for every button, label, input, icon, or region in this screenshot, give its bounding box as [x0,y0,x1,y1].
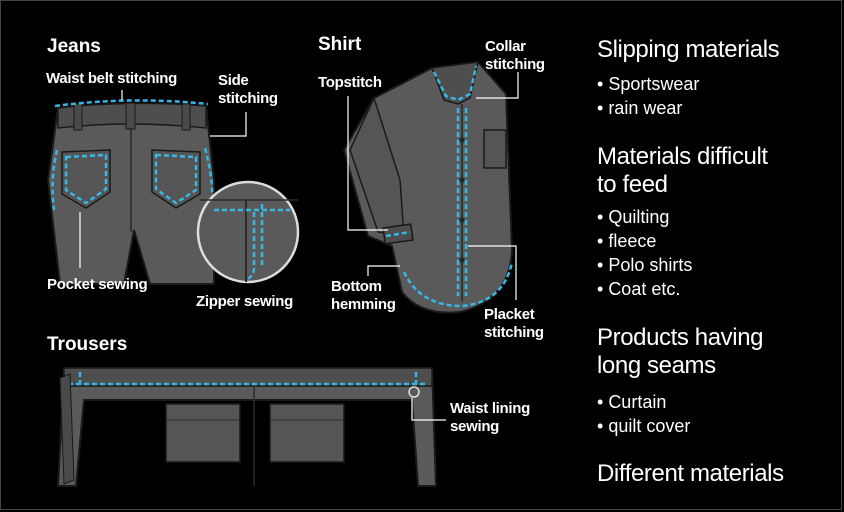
list-item: Sportswear [597,72,699,96]
list-item: rain wear [597,96,699,120]
shirt-title: Shirt [318,34,362,55]
collar-stitching-label: Collar stitching [485,38,545,73]
pocket-sewing-label: Pocket sewing [47,276,148,293]
list-item: Curtain [597,390,690,414]
bottom-hemming-label: Bottom hemming [331,278,396,313]
category-heading-difficult-feed: Materials difficult to feed [597,143,768,198]
category-list-slipping: Sportswear rain wear [597,72,699,120]
topstitch-label: Topstitch [318,74,382,91]
category-heading-slipping: Slipping materials [597,36,780,63]
list-item: Polo shirts [597,253,692,277]
list-item: quilt cover [597,414,690,438]
list-item: Coat etc. [597,277,692,301]
waist-belt-stitching-label: Waist belt stitching [46,70,177,87]
list-item: Quilting [597,205,692,229]
category-heading-different-materials: Different materials [597,460,784,487]
category-heading-long-seams: Products having long seams [597,324,764,379]
zipper-sewing-label: Zipper sewing [196,293,293,310]
jeans-illustration [46,90,300,285]
list-item: fleece [597,229,692,253]
jeans-title: Jeans [47,36,101,57]
waist-lining-sewing-label: Waist lining sewing [450,400,531,435]
category-list-long-seams: Curtain quilt cover [597,390,690,438]
category-list-difficult-feed: Quilting fleece Polo shirts Coat etc. [597,205,692,301]
side-stitching-label: Side stitching [218,72,278,107]
trousers-title: Trousers [47,334,128,355]
trousers-illustration [56,367,446,487]
placket-stitching-label: Placket stitching [484,306,544,341]
shirt-illustration [342,60,519,314]
